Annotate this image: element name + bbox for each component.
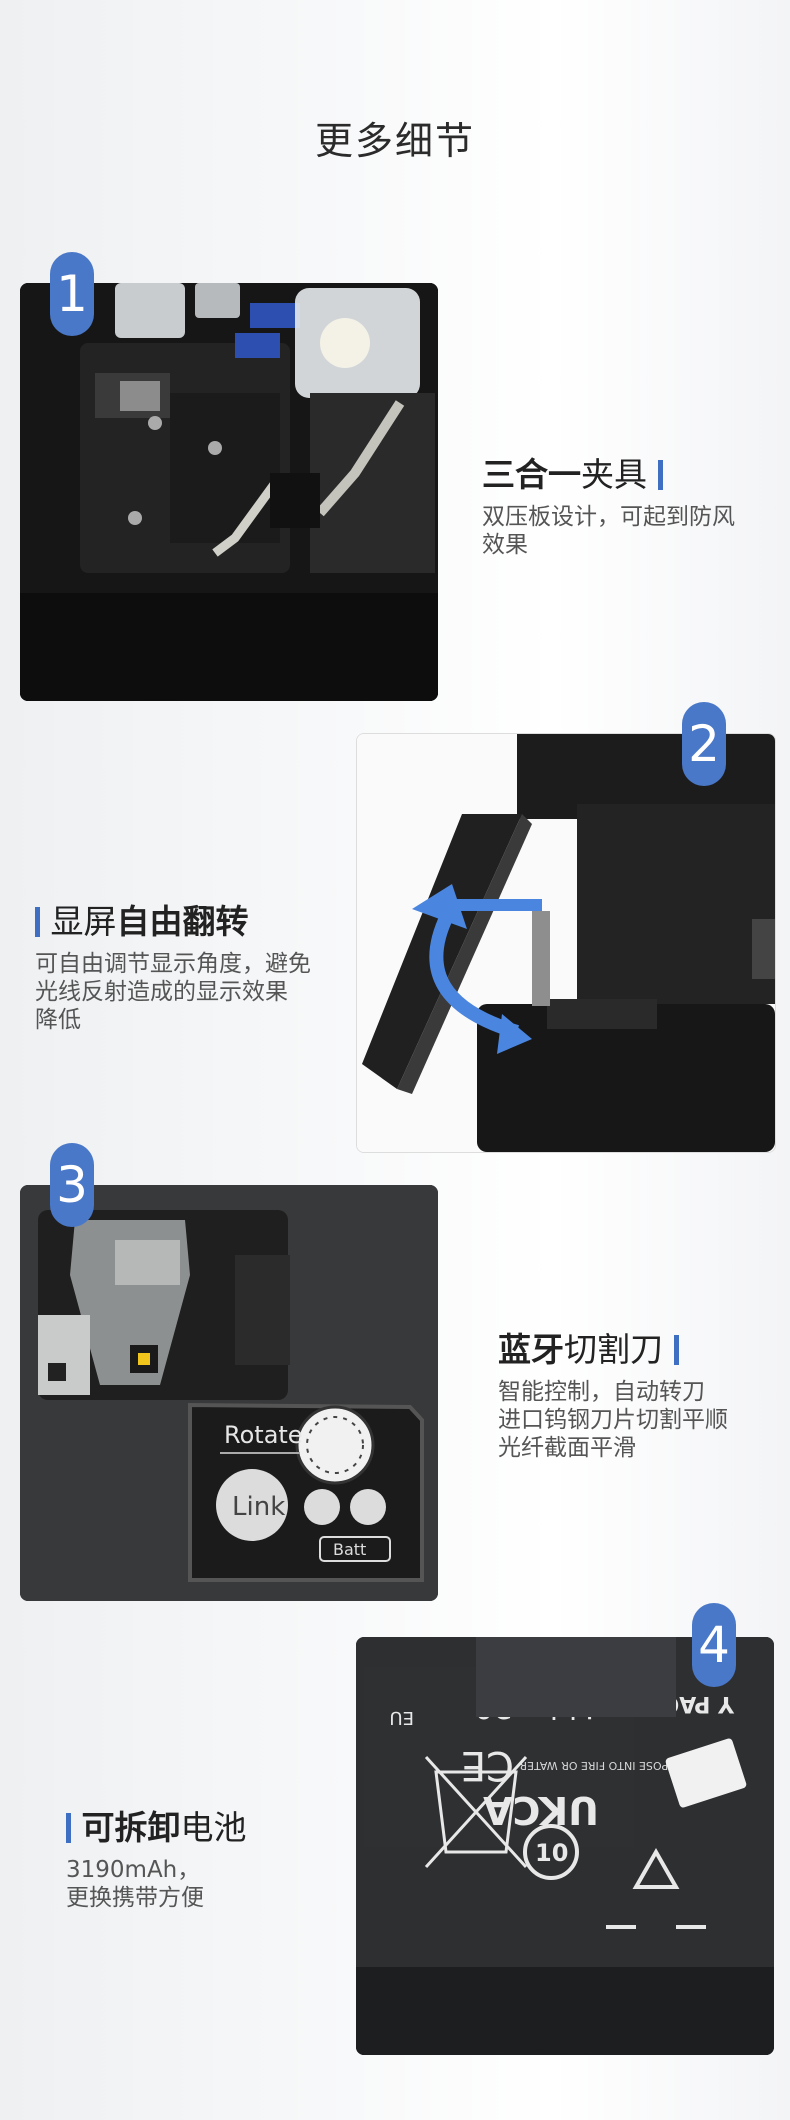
feature-description: 双压板设计，可起到防风效果 <box>482 504 735 558</box>
link-label: Link <box>232 1492 285 1522</box>
batt-label: Batt <box>333 1540 366 1559</box>
fire-warning: NOT DISPOSE INTO FIRE OR WATER <box>519 1759 714 1772</box>
feature-clamp: 三合一夹具 双压板设计，可起到防风效果 <box>482 455 772 559</box>
svg-text:10: 10 <box>535 1839 568 1867</box>
rotate-label: Rotate <box>224 1421 303 1449</box>
battery-photo: Li-ion20 UKCA CE EU Y PACK NOT DISPOSE I… <box>356 1637 774 2055</box>
feature-title: 可拆卸电池 <box>66 1808 346 1848</box>
ukca-mark: UKCA <box>483 1788 599 1832</box>
feature-number-badge: 4 <box>692 1603 736 1687</box>
feature-screen: 显屏自由翻转 可自由调节显示角度，避免光线反射造成的显示效果降低 <box>35 902 355 1034</box>
feature-battery: 可拆卸电池 3190mAh，更换携带方便 <box>66 1808 346 1912</box>
screen-flip-photo <box>356 733 776 1153</box>
feature-description: 3190mAh，更换携带方便 <box>66 1857 204 1911</box>
feature-number-badge: 2 <box>682 702 726 786</box>
page-title: 更多细节 <box>314 119 475 163</box>
feature-description: 智能控制，自动转刀进口钨钢刀片切割平顺光纤截面平滑 <box>498 1379 728 1461</box>
feature-number-badge: 1 <box>50 252 94 336</box>
feature-number-badge: 3 <box>50 1143 94 1227</box>
cleaver-photo: Rotate Link Batt <box>20 1185 438 1601</box>
feature-title: 三合一夹具 <box>482 455 772 495</box>
eu-label: EU <box>389 1707 414 1728</box>
feature-description: 可自由调节显示角度，避免光线反射造成的显示效果降低 <box>35 951 311 1033</box>
feature-title: 蓝牙切割刀 <box>498 1330 783 1370</box>
clamp-photo <box>20 283 438 701</box>
feature-cleaver: 蓝牙切割刀 智能控制，自动转刀进口钨钢刀片切割平顺光纤截面平滑 <box>498 1330 783 1462</box>
feature-title: 显屏自由翻转 <box>35 902 355 942</box>
